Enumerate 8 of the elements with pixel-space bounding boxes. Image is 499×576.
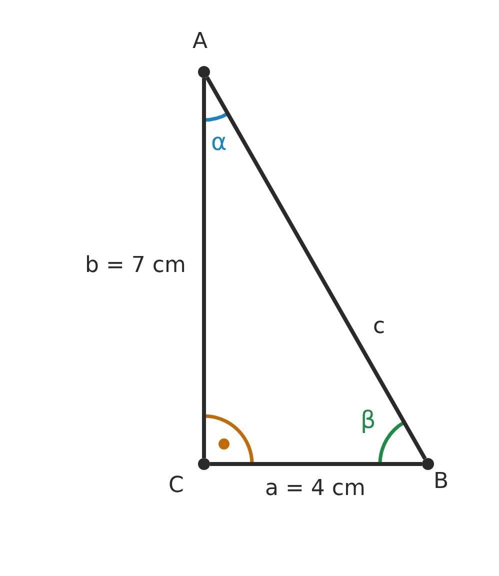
vertex-label: B bbox=[434, 470, 449, 494]
angle-label: β bbox=[360, 407, 376, 433]
vertex-label: A bbox=[192, 30, 208, 54]
triangle-side bbox=[202, 78, 206, 458]
triangle-side bbox=[205, 76, 427, 460]
triangle-side bbox=[210, 462, 422, 466]
vertex-label: C bbox=[168, 474, 184, 498]
angle-label: α bbox=[211, 129, 227, 155]
